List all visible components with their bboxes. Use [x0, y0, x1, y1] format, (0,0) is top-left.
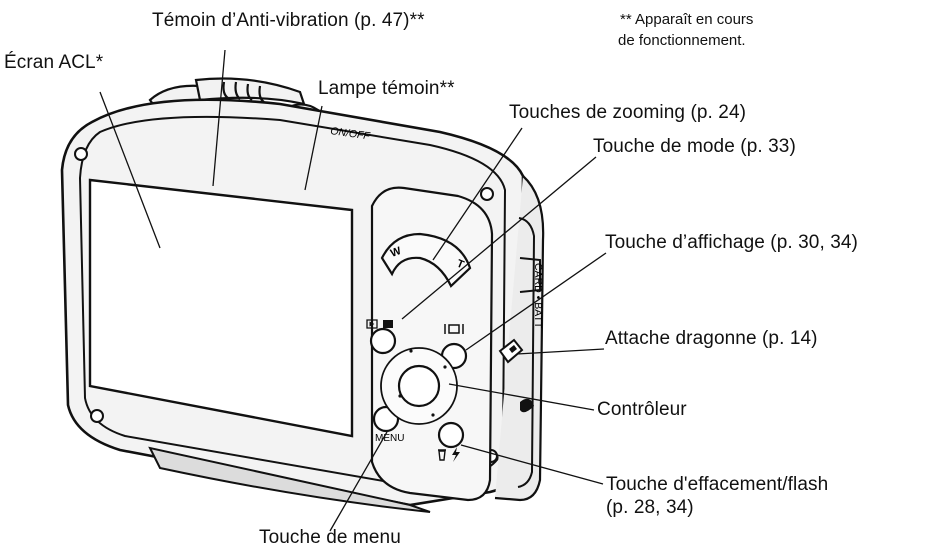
controller-center — [397, 364, 441, 408]
operation-note-line1: ** Apparaît en cours — [620, 11, 754, 28]
strap-lug-bracket — [519, 257, 541, 293]
lcd-screen — [88, 178, 354, 438]
leader-menu — [329, 431, 388, 532]
label-lampe-temoin: Lampe témoin** — [318, 78, 455, 99]
trash-icon — [438, 449, 446, 461]
operation-note-line2: de fonctionnement. — [618, 32, 746, 49]
leader-mode — [401, 156, 597, 320]
lever-ridge-1 — [222, 81, 229, 99]
label-delete-flash-line2: (p. 28, 34) — [606, 497, 694, 518]
menu-marking: MENU — [375, 433, 404, 444]
zoom-rocker — [380, 232, 472, 288]
play-triangle-icon — [369, 321, 375, 327]
lever-ridge-3 — [246, 83, 253, 101]
leader-controleur — [448, 383, 595, 411]
label-menu-key: Touche de menu — [259, 527, 401, 548]
label-display-key: Touche d’affichage (p. 30, 34) — [605, 232, 858, 253]
camera-icon — [383, 320, 393, 328]
leader-lampe — [304, 105, 323, 191]
label-delete-flash-line1: Touche d'effacement/flash — [606, 474, 829, 495]
sd-mark-icon — [520, 398, 534, 413]
button-icons — [366, 319, 464, 462]
display-icon — [444, 324, 464, 334]
card-batt-marking: CARD • BATT — [532, 263, 544, 329]
camera-right-side — [494, 175, 545, 502]
leader-anti-vibration — [212, 49, 226, 187]
label-ecran-acl: Écran ACL* — [4, 52, 104, 73]
camera-base — [148, 446, 431, 513]
zoom-tele-marking: T — [455, 258, 466, 272]
screw-top-right — [480, 187, 494, 201]
screw-top-left — [74, 147, 88, 161]
label-mode-key: Touche de mode (p. 33) — [593, 136, 796, 157]
controller-dots — [398, 349, 447, 417]
leader-dragonne — [516, 348, 605, 355]
label-strap-lug: Attache dragonne (p. 14) — [605, 328, 818, 349]
screw-bottom-left — [90, 409, 104, 423]
lever-ridge-2 — [234, 81, 241, 100]
strap-lug-eye — [509, 345, 517, 353]
card-cover — [517, 217, 536, 488]
leader-ecran — [99, 91, 161, 249]
zoom-wide-marking: W — [389, 245, 403, 260]
leader-effacement — [460, 444, 604, 485]
leader-lines — [99, 49, 607, 532]
mode-button — [369, 327, 397, 355]
playback-icon — [366, 319, 378, 329]
control-buttons — [369, 327, 468, 449]
display-icon-box — [448, 324, 460, 334]
label-zoom-keys: Touches de zooming (p. 24) — [509, 102, 747, 123]
leader-affichage — [465, 252, 607, 351]
leader-zoom — [432, 127, 523, 261]
label-anti-vibration: Témoin d’Anti-vibration (p. 47)** — [152, 10, 425, 31]
on-off-marking: ON/OFF — [330, 125, 372, 142]
delete-flash-button — [437, 421, 465, 449]
label-controller: Contrôleur — [597, 399, 687, 420]
flash-icon — [452, 447, 460, 462]
